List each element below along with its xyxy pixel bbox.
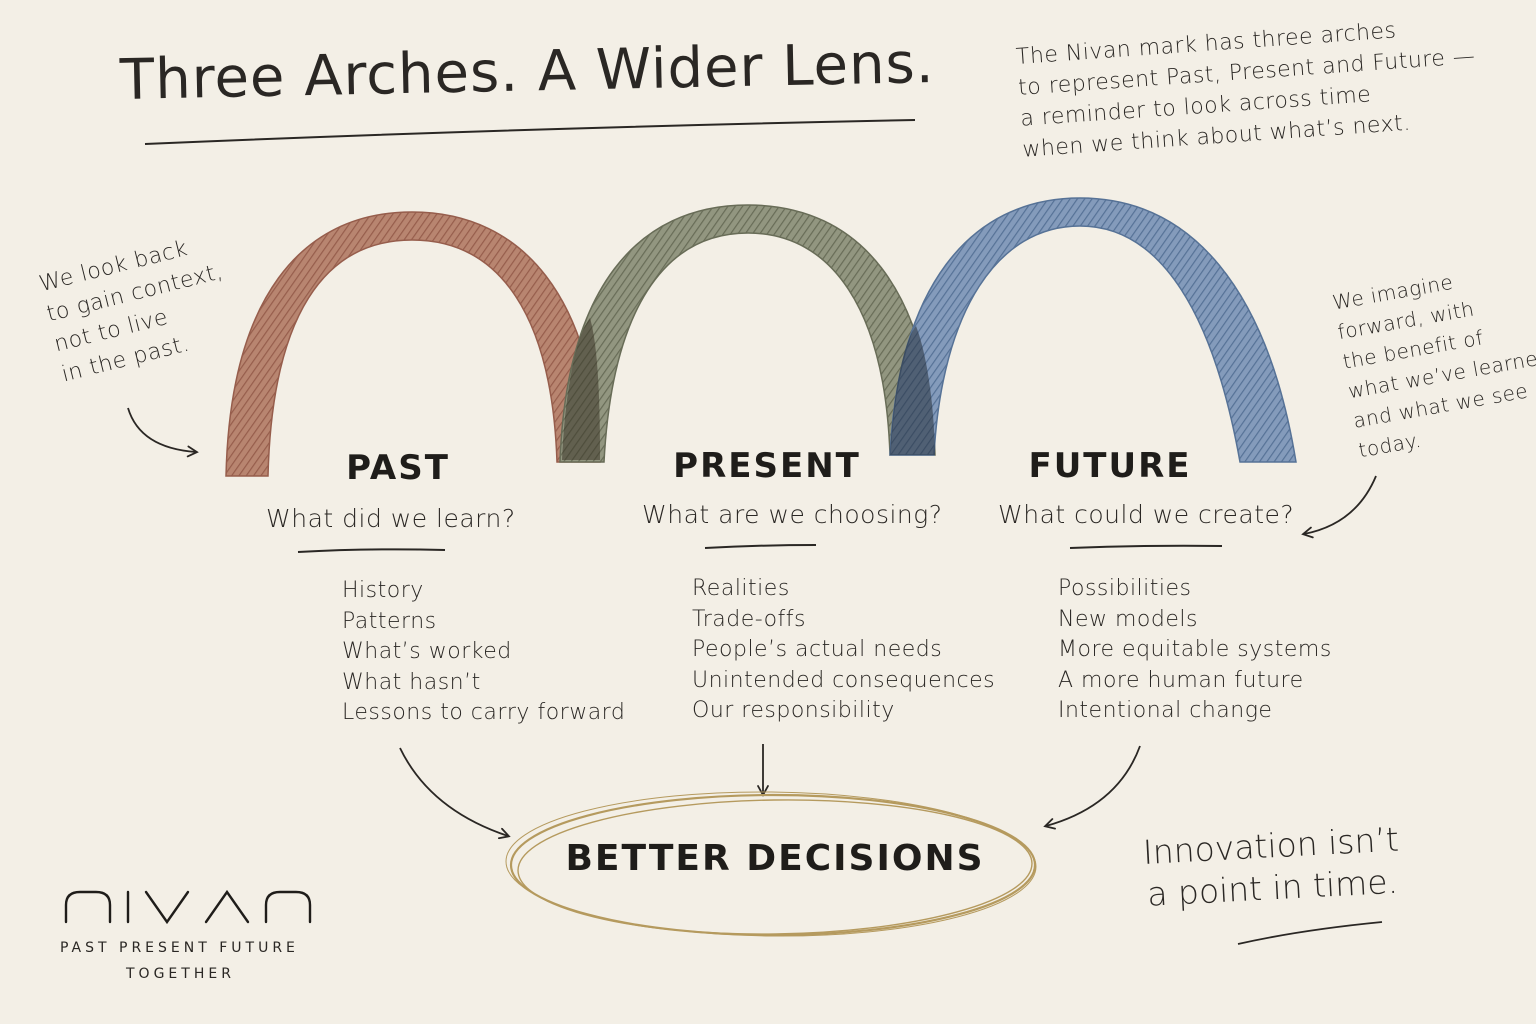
list-item: People’s actual needs <box>692 637 943 662</box>
list-item: What hasn’t <box>342 669 481 695</box>
future-to-outcome-arrow <box>1043 745 1141 830</box>
outcome-label: BETTER DECISIONS <box>565 838 985 879</box>
list-item: Trade-offs <box>692 606 806 632</box>
left-note-arrow <box>127 407 199 458</box>
list-item: More equitable systems <box>1058 637 1332 662</box>
present-list: Realities Trade-offs People’s actual nee… <box>692 574 995 727</box>
arch-overlap-past-present <box>562 318 600 460</box>
list-item: Possibilities <box>1058 576 1192 601</box>
list-item: New models <box>1058 606 1198 632</box>
list-item: Realities <box>692 576 790 601</box>
present-question: What are we choosing? <box>642 500 943 529</box>
right-note: We imagine forward, with the benefit of … <box>1330 252 1536 465</box>
future-list: Possibilities New models More equitable … <box>1058 574 1332 727</box>
nivan-logo-mark <box>64 889 312 925</box>
list-item: History <box>342 578 424 603</box>
future-question-underline <box>1069 544 1223 549</box>
logo-tagline-line2: TOGETHER <box>126 966 235 982</box>
past-question-underline <box>297 548 446 553</box>
list-item: Our responsibility <box>692 698 895 723</box>
right-note-arrow <box>1301 475 1377 539</box>
arch-overlap-present-future <box>890 326 935 455</box>
list-item: Lessons to carry forward <box>342 700 626 725</box>
list-item: Intentional change <box>1058 698 1273 723</box>
arch-present <box>559 204 936 463</box>
list-item: Patterns <box>342 608 437 634</box>
title-underline <box>144 119 916 145</box>
tagline: Innovation isn’t a point in time. <box>1142 819 1402 916</box>
past-to-outcome-arrow <box>399 747 511 840</box>
present-label: PRESENT <box>673 446 861 486</box>
outcome-ring <box>505 791 1037 937</box>
past-list: History Patterns What’s worked What hasn… <box>342 576 625 729</box>
past-label: PAST <box>346 448 450 488</box>
list-item: What’s worked <box>342 639 512 664</box>
list-item: Unintended consequences <box>692 667 996 693</box>
future-label: FUTURE <box>1028 446 1192 486</box>
future-question: What could we create? <box>998 500 1295 529</box>
arch-future <box>889 197 1297 463</box>
logo-tagline-line1: PAST PRESENT FUTURE <box>60 940 299 956</box>
arch-past <box>225 211 601 477</box>
list-item: A more human future <box>1058 667 1304 693</box>
past-question: What did we learn? <box>266 504 516 533</box>
present-question-underline <box>704 544 817 549</box>
tagline-underline <box>1237 921 1383 945</box>
